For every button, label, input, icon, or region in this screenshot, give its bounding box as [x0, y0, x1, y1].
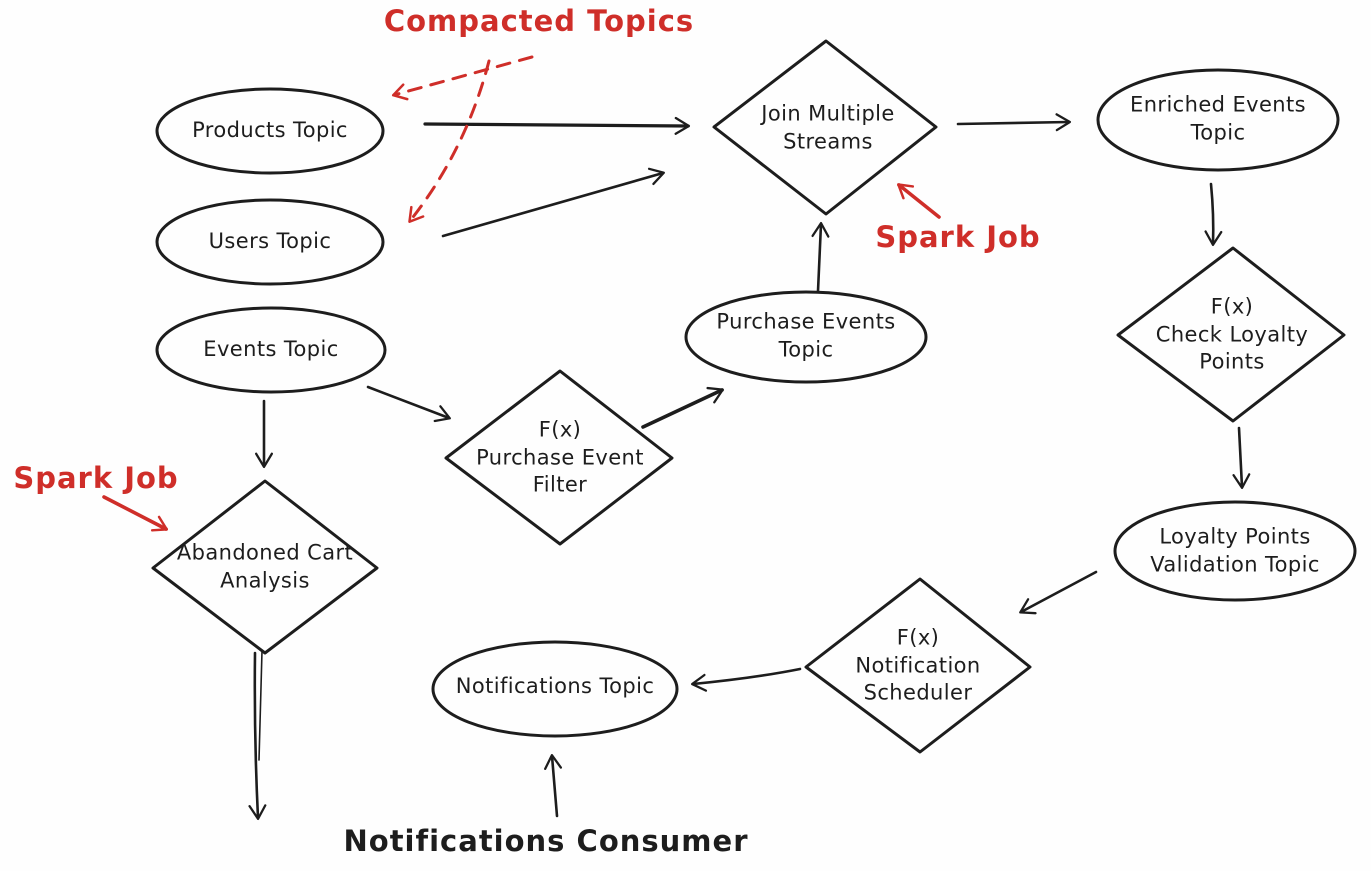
edge-events-to-filter — [366, 385, 451, 423]
compacted-dashed-arrow-products — [391, 55, 534, 101]
users-topic-shape — [155, 198, 385, 286]
products-topic-label: Products Topic — [192, 118, 348, 143]
spark-job-annotation-cart: Spark Job — [13, 461, 179, 495]
notification-scheduler-shape — [804, 577, 1032, 754]
purchase-event-filter-shape — [444, 369, 674, 546]
compacted-dashed-arrow-users — [408, 59, 491, 223]
spark-job-arrow-join — [897, 183, 941, 219]
edge-products-to-join — [423, 116, 691, 135]
notification-scheduler-label: F(x) Notification Scheduler — [855, 625, 981, 705]
notifications-topic-shape — [431, 640, 679, 738]
enriched-events-topic-label: Enriched Events Topic — [1130, 92, 1306, 144]
notifications-topic-label: Notifications Topic — [455, 674, 655, 699]
abandoned-cart-analysis-shape — [151, 479, 379, 655]
check-loyalty-points-label: F(x) Check Loyalty Points — [1155, 294, 1309, 374]
edge-users-to-join — [441, 167, 665, 238]
edge-cart-downstream-ghost — [258, 650, 263, 761]
edge-validation-to-scheduler — [1019, 570, 1098, 615]
loyalty-points-validation-topic-label: Loyalty Points Validation Topic — [1150, 524, 1320, 576]
compacted-topics-annotation: Compacted Topics — [383, 4, 695, 38]
edge-cart-downstream — [248, 651, 267, 821]
edge-filter-to-purchase-topic — [641, 386, 724, 429]
events-topic-label: Events Topic — [203, 337, 339, 362]
loyalty-points-validation-topic-shape — [1113, 500, 1357, 602]
abandoned-cart-analysis-label: Abandoned Cart Analysis — [176, 540, 354, 592]
purchase-event-filter-label: F(x) Purchase Event Filter — [476, 417, 644, 497]
join-multiple-streams-label: Join Multiple Streams — [761, 101, 895, 153]
spark-job-arrow-cart — [102, 495, 168, 532]
spark-job-annotation-join: Spark Job — [875, 220, 1041, 254]
purchase-events-topic-label: Purchase Events Topic — [716, 309, 896, 361]
events-topic-shape — [155, 306, 387, 394]
products-topic-shape — [155, 87, 385, 175]
notifications-consumer-annotation: Notifications Consumer — [343, 824, 749, 858]
check-loyalty-points-shape — [1116, 246, 1346, 423]
edge-scheduler-to-notifications — [690, 667, 802, 692]
enriched-events-topic-shape — [1096, 68, 1340, 172]
edge-consumer-to-notifications — [544, 753, 563, 818]
edge-purchase-topic-to-join — [811, 221, 830, 293]
edge-join-to-enriched — [956, 113, 1072, 132]
edge-check-loyalty-to-validation — [1232, 426, 1251, 490]
join-multiple-streams-shape — [712, 39, 938, 216]
edge-enriched-to-check-loyalty — [1204, 182, 1223, 247]
purchase-events-topic-shape — [684, 290, 928, 384]
users-topic-label: Users Topic — [208, 229, 332, 254]
